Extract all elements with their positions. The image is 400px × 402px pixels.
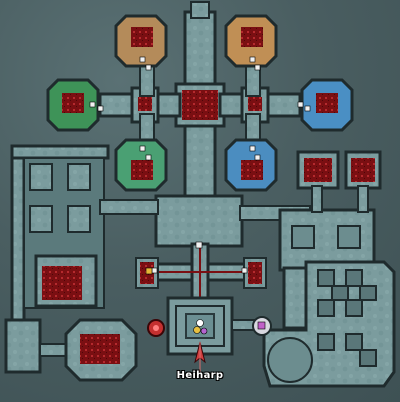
central-hub-grate [182, 90, 218, 120]
cross-east-grate [248, 262, 262, 284]
room-e-grate [316, 93, 338, 113]
southwest-small-room [4, 318, 42, 374]
ne-red-room-2-grate [351, 158, 375, 182]
spawn-room-core [185, 313, 215, 339]
central-plaza [154, 194, 244, 248]
room-sw-grate [131, 160, 153, 180]
spawn-marker-white [196, 319, 204, 327]
southeast-pillars [317, 269, 377, 367]
ne-room-link-2 [357, 185, 369, 213]
south-octagon-grate [80, 334, 120, 364]
room-w-grate [62, 93, 84, 113]
southeast-round-chamber [267, 337, 313, 383]
west-cells [29, 163, 91, 233]
red-portal-core [153, 325, 159, 331]
cross-door-top [195, 241, 203, 249]
west-arm-grate [138, 97, 152, 111]
player-name-label: Heiharp [176, 370, 224, 381]
purple-portal-core [257, 321, 266, 330]
ne-room-link-1 [311, 185, 323, 213]
west-top-corridor [10, 144, 110, 160]
west-room-grate [42, 266, 82, 300]
cross-door-right [241, 267, 248, 274]
spawn-marker-gold [193, 326, 201, 334]
ne-red-room-1-grate [304, 158, 332, 182]
spawn-marker-purple [200, 327, 208, 335]
gold-marker-icon [145, 267, 153, 275]
room-nw-grate [131, 27, 153, 47]
room-se-grate [241, 160, 263, 180]
west-outer-corridor [10, 144, 26, 324]
door-markers [89, 56, 311, 161]
central-spine-top [190, 1, 210, 19]
east-arm-grate [248, 97, 262, 111]
west-connector [99, 199, 159, 215]
east-descent-corridor [282, 266, 308, 330]
room-ne-grate [241, 27, 263, 47]
cross-door-left [151, 267, 158, 274]
east-block-cells [291, 225, 361, 249]
